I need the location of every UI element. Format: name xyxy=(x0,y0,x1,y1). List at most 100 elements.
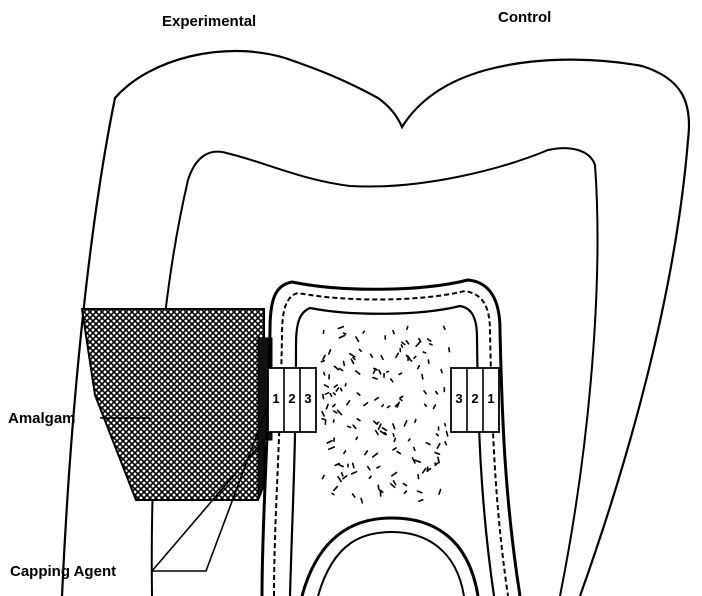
pulp-stipple-mark xyxy=(338,464,343,466)
pulp-stipple-mark xyxy=(329,447,335,449)
amalgam-label: Amalgam xyxy=(8,410,76,427)
pulp-root-arch xyxy=(302,518,478,596)
pulp-stipple-mark xyxy=(334,487,338,491)
control-label: Control xyxy=(498,9,551,26)
pulp-stipple-mark xyxy=(415,460,421,462)
pulp-stipple-mark xyxy=(382,405,383,407)
pulp-stipple-mark xyxy=(323,355,325,359)
pulp-stipple-mark xyxy=(396,353,398,357)
pulp-stipple-mark xyxy=(351,359,353,363)
pulp-stipple-mark xyxy=(323,394,324,398)
pulp-stipple-mark xyxy=(364,403,368,406)
pulp-stipple-mark xyxy=(394,438,395,441)
pulp-stipple-mark xyxy=(378,485,379,489)
pulp-stipple-mark xyxy=(332,493,334,494)
pulp-stipple-mark xyxy=(341,389,342,391)
pulp-stipple-mark xyxy=(325,385,329,387)
pulp-stipple-mark xyxy=(404,421,406,426)
pulp-stipple-mark xyxy=(365,451,368,455)
pulp-stipple-mark xyxy=(415,420,416,423)
pulp-stipple-mark xyxy=(334,366,338,369)
pulp-stipple-mark xyxy=(338,477,341,482)
pulp-stipple-mark xyxy=(402,342,405,344)
pulp-stipple-mark xyxy=(435,453,440,455)
pulp-stipple-mark xyxy=(406,341,408,344)
pulp-stipple-mark xyxy=(344,361,345,365)
pulp-stipple-mark xyxy=(324,373,325,375)
pulp-stipple-mark xyxy=(428,339,431,341)
experimental-zone-3: 3 xyxy=(304,391,311,406)
pulp-stipple-mark xyxy=(356,437,357,439)
pulp-stipple-mark xyxy=(334,385,337,387)
pulp-stipple-mark xyxy=(382,428,386,431)
experimental-zone-2: 2 xyxy=(288,391,295,406)
pulp-tissue-stippling xyxy=(321,326,449,502)
pulp-stipple-mark xyxy=(369,476,371,478)
pulp-stipple-mark xyxy=(388,406,390,407)
pulp-stipple-mark xyxy=(345,384,346,386)
pulp-stipple-mark xyxy=(363,331,364,333)
pulp-stipple-mark xyxy=(445,424,446,426)
pulp-stipple-mark xyxy=(327,441,332,443)
control-zone-1: 1 xyxy=(487,391,494,406)
pulp-stipple-mark xyxy=(439,490,441,495)
pulp-stipple-mark xyxy=(397,452,400,454)
pulp-stipple-mark xyxy=(322,419,326,420)
pulp-stipple-mark xyxy=(344,333,346,334)
pulp-stipple-mark xyxy=(430,344,432,345)
control-zone-group: 3 2 1 xyxy=(451,368,499,432)
pulp-stipple-mark xyxy=(428,360,429,363)
pulp-stipple-mark xyxy=(373,453,378,457)
pulp-stipple-mark xyxy=(400,396,403,398)
pulp-stipple-mark xyxy=(426,443,430,445)
pulp-stipple-mark xyxy=(353,425,356,428)
pulp-stipple-mark xyxy=(376,431,378,435)
pulp-stipple-mark xyxy=(416,342,420,346)
pulp-stipple-mark xyxy=(401,345,402,347)
pulp-stipple-mark xyxy=(333,404,335,406)
pulp-stipple-mark xyxy=(438,457,439,462)
pulp-stipple-mark xyxy=(344,451,346,454)
pulp-stipple-mark xyxy=(414,356,416,358)
pulp-stipple-mark xyxy=(377,466,380,468)
pulp-stipple-mark xyxy=(400,399,402,401)
pulp-stipple-mark xyxy=(375,398,379,400)
pulp-stipple-mark xyxy=(423,469,426,473)
pulp-stipple-mark xyxy=(410,360,412,362)
pulp-stipple-mark xyxy=(361,499,362,503)
pulp-stipple-mark xyxy=(321,361,324,362)
pulp-stipple-mark xyxy=(414,447,415,450)
pulp-stipple-mark xyxy=(434,405,436,409)
pulp-stipple-mark xyxy=(436,434,438,436)
pulp-stipple-mark xyxy=(360,350,362,352)
pulp-stipple-mark xyxy=(404,491,406,493)
pulp-stipple-mark xyxy=(350,354,355,357)
pulp-stipple-mark xyxy=(339,369,342,371)
pulp-stipple-mark xyxy=(409,439,410,441)
pulp-stipple-mark xyxy=(444,326,445,329)
pulp-stipple-mark xyxy=(392,473,397,476)
pulp-stipple-mark xyxy=(326,404,328,409)
experimental-zone-1: 1 xyxy=(272,391,279,406)
pulp-stipple-mark xyxy=(322,412,324,416)
pulp-stipple-mark xyxy=(370,354,372,357)
pulp-stipple-mark xyxy=(391,379,393,382)
pulp-stipple-mark xyxy=(338,327,343,329)
capping-agent-label: Capping Agent xyxy=(10,563,116,580)
pulp-stipple-mark xyxy=(424,391,426,394)
pulp-stipple-mark xyxy=(348,426,351,427)
pulp-stipple-mark xyxy=(330,394,331,397)
experimental-zone-group: 1 2 3 xyxy=(268,368,316,432)
pulp-stipple-mark xyxy=(425,404,427,406)
pulp-stipple-mark xyxy=(353,494,355,497)
pulp-stipple-mark xyxy=(447,431,448,436)
pulp-stipple-mark xyxy=(342,473,343,476)
pulp-stipple-mark xyxy=(437,444,440,449)
pulp-stipple-mark xyxy=(373,369,375,374)
pulp-stipple-mark xyxy=(418,491,422,493)
pulp-stipple-mark xyxy=(352,472,357,474)
pulp-stipple-mark xyxy=(322,475,324,478)
pulp-stipple-mark xyxy=(399,373,402,374)
pulp-stipple-mark xyxy=(381,356,383,360)
